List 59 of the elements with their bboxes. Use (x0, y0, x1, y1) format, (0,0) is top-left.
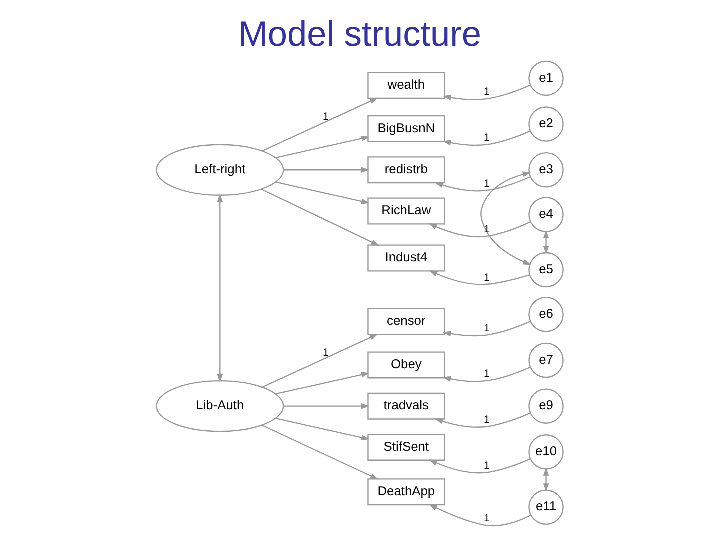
edge-label: 1 (484, 178, 490, 190)
node-circle: e6 (528, 297, 564, 332)
node-box: RichLaw (368, 198, 446, 225)
arrow (284, 403, 370, 410)
arrow (262, 424, 379, 480)
edge-label: 1 (484, 414, 490, 426)
arrow (543, 468, 550, 492)
node-circle: e2 (528, 106, 564, 142)
arrow (284, 167, 370, 174)
node-box: redistrb (368, 156, 446, 184)
edge-label: 1 (484, 86, 490, 98)
arrow (434, 412, 531, 428)
node-circle: e9 (528, 388, 564, 424)
arrow (443, 84, 531, 101)
arrow (429, 458, 531, 474)
node-circle: e3 (528, 152, 564, 188)
node-circle: e4 (528, 197, 564, 232)
edge-label: 1 (484, 512, 490, 525)
node-box: DeathApp (368, 478, 446, 506)
arrow (276, 418, 370, 441)
node-box: Obey (368, 352, 446, 379)
node-ellipse: Lib-Auth (156, 380, 284, 432)
node-circle: e10 (528, 434, 564, 470)
arrow (262, 98, 378, 152)
node-ellipse: Left-right (156, 144, 284, 196)
arrow (434, 176, 531, 192)
arrow (442, 130, 531, 146)
node-box: censor (368, 308, 446, 336)
arrow (276, 136, 370, 158)
arrow (276, 182, 370, 204)
edge-label: 1 (484, 272, 490, 284)
arrow (428, 222, 531, 238)
node-circle: e7 (528, 342, 564, 378)
node-circle: e5 (528, 252, 564, 288)
edge-label: 1 (484, 224, 490, 236)
arrow (261, 188, 380, 246)
arrow (429, 504, 532, 527)
node-box: BigBusnN (368, 115, 446, 143)
node-circle: e1 (528, 60, 564, 96)
edge-label: 1 (484, 132, 490, 144)
arrow (262, 334, 378, 388)
arrow (429, 270, 530, 286)
edge-label: 1 (322, 347, 329, 360)
edge-label: 1 (484, 368, 490, 380)
arrow (480, 172, 532, 266)
node-box: wealth (368, 72, 446, 100)
edge-label: 1 (484, 322, 490, 334)
arrow (217, 194, 224, 383)
edge-label: 1 (322, 110, 329, 123)
diagram-title: Model structure (238, 15, 482, 54)
arrow (443, 321, 531, 337)
edge-label: 1 (484, 460, 490, 472)
node-circle: e11 (528, 490, 564, 526)
arrow (543, 230, 550, 255)
node-box: Indust4 (368, 244, 446, 272)
node-box: tradvals (368, 392, 446, 420)
arrow (442, 366, 531, 382)
node-box: StifSent (368, 434, 446, 461)
arrow (276, 372, 370, 395)
